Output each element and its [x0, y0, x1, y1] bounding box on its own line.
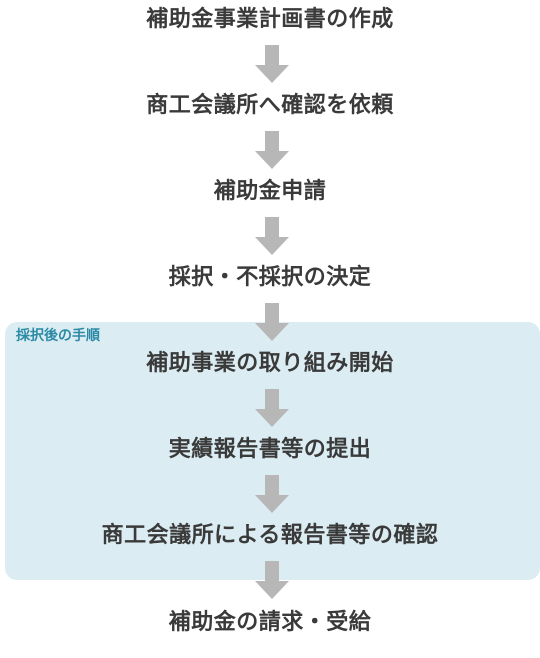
- down-arrow-icon: [252, 217, 292, 257]
- down-arrow-icon: [252, 45, 292, 85]
- down-arrow-icon: [252, 131, 292, 171]
- down-arrow-icon: [252, 389, 292, 429]
- step-3-subsidy-application: 補助金申請: [213, 179, 327, 204]
- step-8-claim-and-receipt: 補助金の請求・受給: [168, 610, 372, 635]
- post-approval-panel: [5, 322, 540, 580]
- down-arrow-icon: [252, 303, 292, 343]
- step-6-report-submission: 実績報告書等の提出: [168, 437, 372, 462]
- post-approval-label: 採択後の手順: [16, 328, 100, 344]
- step-2-request-confirmation: 商工会議所へ確認を依頼: [146, 93, 394, 118]
- step-5-project-start: 補助事業の取り組み開始: [146, 351, 394, 376]
- step-1-plan-creation: 補助金事業計画書の作成: [146, 7, 394, 32]
- down-arrow-icon: [252, 475, 292, 515]
- step-4-selection-decision: 採択・不採択の決定: [168, 265, 372, 290]
- down-arrow-icon: [252, 561, 292, 601]
- step-7-report-verification: 商工会議所による報告書等の確認: [101, 523, 439, 548]
